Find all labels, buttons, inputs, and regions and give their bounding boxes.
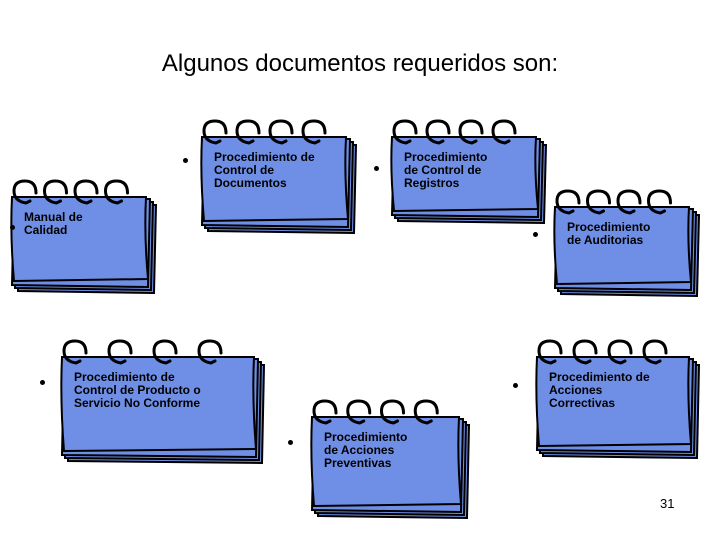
note-line: de Control de: [404, 163, 482, 177]
bullet-dot: [374, 166, 379, 171]
note-line: Calidad: [24, 223, 68, 237]
spiral-ring: [392, 119, 418, 145]
bullet-dot: [183, 158, 188, 163]
note-line: Procedimiento: [404, 150, 488, 164]
spiral-ring: [12, 179, 38, 205]
note-line: Procedimiento de: [214, 150, 315, 164]
spiral-ring: [202, 119, 228, 145]
spiral-ring: [555, 189, 581, 215]
spiral-ring: [642, 339, 668, 365]
bullet-dot: [288, 440, 293, 445]
spiral-ring: [42, 179, 68, 205]
notepad-graphic: [60, 339, 266, 465]
note-line: Control de Producto o: [74, 383, 201, 397]
spiral-ring: [152, 339, 178, 365]
bullet-dot: [10, 225, 15, 230]
note-line: Registros: [404, 176, 460, 190]
spiral-ring: [62, 339, 88, 365]
spiral-ring: [646, 189, 672, 215]
slide-title: Algunos documentos requeridos son:: [161, 50, 559, 77]
note-line: Procedimiento de: [74, 370, 175, 384]
spiral-ring: [235, 119, 261, 145]
bullet-dot: [40, 380, 45, 385]
notepad-graphic: [553, 189, 701, 298]
spiral-ring: [491, 119, 517, 145]
spiral-ring: [379, 399, 405, 425]
note-line: Correctivas: [549, 396, 616, 410]
spiral-ring: [73, 179, 99, 205]
notepad-graphic: [535, 339, 701, 460]
notepad-graphic: [200, 119, 358, 235]
note-line: de Auditorias: [567, 233, 644, 247]
spiral-ring: [103, 179, 129, 205]
note-line: Servicio No Conforme: [74, 396, 201, 410]
note-line: Documentos: [214, 176, 287, 190]
spiral-ring: [413, 399, 439, 425]
spiral-ring: [107, 339, 133, 365]
spiral-ring: [425, 119, 451, 145]
note-line: Control de: [214, 163, 274, 177]
note-line: Procedimiento: [324, 430, 408, 444]
page-number: 31: [660, 496, 675, 511]
spiral-ring: [312, 399, 338, 425]
spiral-ring: [268, 119, 294, 145]
notepad-graphic: [390, 119, 548, 225]
note-line: Preventivas: [324, 456, 392, 470]
spiral-ring: [537, 339, 563, 365]
spiral-ring: [607, 339, 633, 365]
note-line: Acciones: [549, 383, 603, 397]
note-line: de Acciones: [324, 443, 395, 457]
bullet-dot: [513, 383, 518, 388]
note-line: Manual de: [24, 210, 83, 224]
spiral-ring: [301, 119, 327, 145]
spiral-ring: [197, 339, 223, 365]
notepad-graphic: [10, 179, 158, 295]
bullet-dot: [533, 232, 538, 237]
spiral-ring: [572, 339, 598, 365]
spiral-ring: [585, 189, 611, 215]
spiral-ring: [346, 399, 372, 425]
notepad-graphic: [310, 399, 471, 520]
note-line: Procedimiento: [567, 220, 651, 234]
spiral-ring: [458, 119, 484, 145]
note-line: Procedimiento de: [549, 370, 650, 384]
spiral-ring: [616, 189, 642, 215]
